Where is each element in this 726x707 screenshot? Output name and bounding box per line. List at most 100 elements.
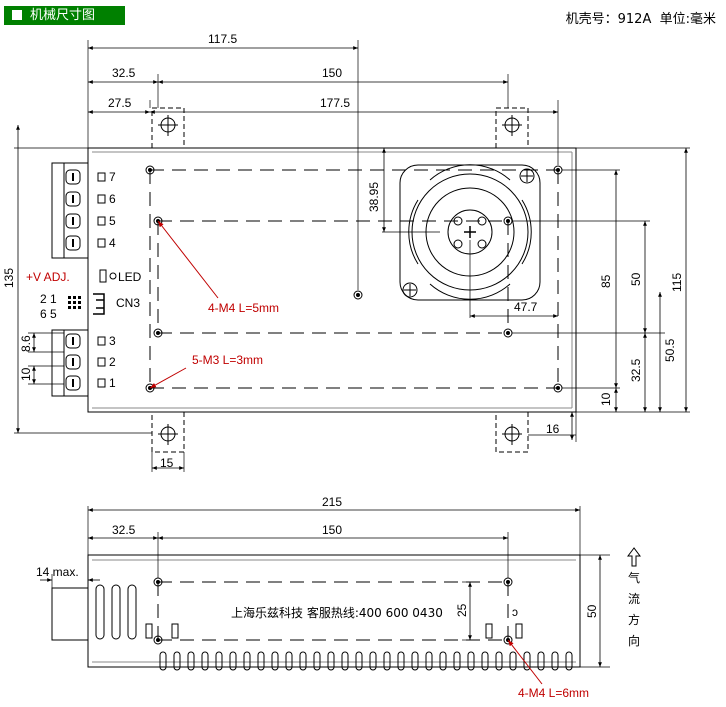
drawing-title: 机械尺寸图 bbox=[30, 8, 96, 23]
dim-115: 115 bbox=[670, 273, 684, 292]
terminal-label: 3 bbox=[109, 334, 116, 348]
vent-slot bbox=[411, 651, 419, 671]
terminal-label: 7 bbox=[109, 170, 116, 184]
dim-215: 215 bbox=[322, 495, 342, 509]
airflow-char-2: 流 bbox=[628, 592, 640, 606]
airflow-char-3: 方 bbox=[628, 612, 640, 627]
dim-117-5: 117.5 bbox=[208, 32, 237, 46]
screw-hole bbox=[153, 328, 163, 338]
vent-slot bbox=[481, 651, 489, 671]
vent-slot bbox=[397, 651, 405, 671]
vent-slot bbox=[355, 651, 363, 671]
mount-tab-bottom-right bbox=[495, 411, 529, 453]
terminal-label: 1 bbox=[109, 376, 116, 390]
vent-slot bbox=[537, 651, 545, 671]
vent-slot bbox=[229, 651, 237, 671]
vent-slot bbox=[383, 651, 391, 671]
vent-slot bbox=[341, 651, 349, 671]
dim-177-5: 177.5 bbox=[320, 96, 350, 110]
side-terminal-protrusion bbox=[51, 587, 89, 641]
screw-hole bbox=[503, 328, 513, 338]
vent-slot bbox=[243, 651, 251, 671]
fan-guard-icon bbox=[399, 164, 541, 301]
airflow-arrow-icon bbox=[627, 547, 641, 567]
bottom-vents bbox=[159, 651, 573, 671]
dim-50: 50 bbox=[629, 272, 643, 286]
dim-10-left: 10 bbox=[19, 367, 33, 381]
screw-hole bbox=[145, 165, 155, 175]
led-label: LED bbox=[118, 270, 142, 284]
terminal-4: 4 bbox=[65, 235, 116, 251]
screw-hole bbox=[353, 290, 363, 300]
dim-15: 15 bbox=[160, 456, 174, 470]
dim-32-5: 32.5 bbox=[112, 66, 136, 80]
terminal-7: 7 bbox=[65, 169, 116, 185]
fan-screw-icon bbox=[402, 168, 535, 298]
dim-150: 150 bbox=[322, 66, 342, 80]
dim-10-right: 10 bbox=[599, 392, 613, 406]
model-info: 机壳号：912A 单位:毫米 bbox=[566, 8, 716, 27]
callout-m4-top: 4-M4 L=5mm bbox=[208, 301, 279, 315]
airflow-char-4: 向 bbox=[628, 633, 640, 648]
airflow-char-1: 气 bbox=[628, 570, 640, 585]
cn3-grid-icon bbox=[68, 296, 81, 309]
callout-m3: 5-M3 L=3mm bbox=[192, 353, 263, 367]
vent-slot bbox=[551, 651, 559, 671]
cn3-connector-icon bbox=[93, 293, 105, 315]
vent-slot bbox=[271, 651, 279, 671]
vent-slot bbox=[313, 651, 321, 671]
vent-slot bbox=[327, 651, 335, 671]
dim-27-5: 27.5 bbox=[108, 96, 132, 110]
led-icon bbox=[109, 272, 117, 280]
dim-50-5: 50.5 bbox=[663, 338, 677, 362]
dim-16: 16 bbox=[546, 422, 560, 436]
vent-slot bbox=[467, 651, 475, 671]
dim-14-max: 14 max. bbox=[36, 565, 79, 579]
vent-slot bbox=[257, 651, 265, 671]
vent-slot bbox=[285, 651, 293, 671]
vent-slot bbox=[215, 651, 223, 671]
vent-slot bbox=[159, 651, 167, 671]
screw-hole bbox=[153, 635, 163, 645]
terminal-6: 6 bbox=[65, 191, 116, 207]
terminal-2: 2 bbox=[65, 354, 116, 370]
vadj-label: +V ADJ. bbox=[26, 270, 70, 284]
mount-tab-bottom-left bbox=[151, 411, 185, 453]
dim-side-150: 150 bbox=[322, 523, 342, 537]
vent-slot bbox=[495, 651, 503, 671]
cn3-pins-top: 2 1 bbox=[40, 292, 57, 306]
square-icon bbox=[12, 10, 22, 20]
top-case-outline bbox=[87, 147, 577, 413]
callout-m4-side: 4-M4 L=6mm bbox=[518, 686, 589, 700]
vent-slot bbox=[369, 651, 377, 671]
cn3-pins-bottom: 6 5 bbox=[40, 307, 57, 321]
dim-135: 135 bbox=[2, 268, 16, 288]
vent-slot bbox=[565, 651, 573, 671]
hook-icon: ↄ bbox=[512, 605, 518, 619]
unit-label: 单位:毫米 bbox=[659, 12, 716, 27]
mount-tab-top-left bbox=[151, 107, 185, 149]
side-view: ↄ 上海乐兹科技 客服热线:400 600 0430 气 流 方 向 bbox=[36, 495, 641, 700]
vent-slot bbox=[299, 651, 307, 671]
dim-85: 85 bbox=[599, 274, 613, 288]
vent-slot bbox=[453, 651, 461, 671]
terminal-label: 6 bbox=[109, 192, 116, 206]
vent-slot bbox=[509, 651, 517, 671]
terminal-label: 2 bbox=[109, 355, 116, 369]
vent-slot bbox=[425, 651, 433, 671]
side-vents bbox=[95, 584, 137, 640]
title-badge: 机械尺寸图 bbox=[4, 6, 125, 25]
dim-32-5-right: 32.5 bbox=[629, 358, 643, 382]
vent-slot bbox=[201, 651, 209, 671]
dim-47-7: 47.7 bbox=[514, 300, 538, 314]
model-label: 机壳号：912A bbox=[565, 12, 652, 27]
terminal-3: 3 bbox=[65, 333, 116, 349]
dim-8-6: 8.6 bbox=[19, 335, 33, 352]
mount-tab-top-right bbox=[495, 107, 529, 149]
dim-side-50: 50 bbox=[585, 604, 599, 618]
vent-slot bbox=[187, 651, 195, 671]
vent-slot bbox=[173, 651, 181, 671]
